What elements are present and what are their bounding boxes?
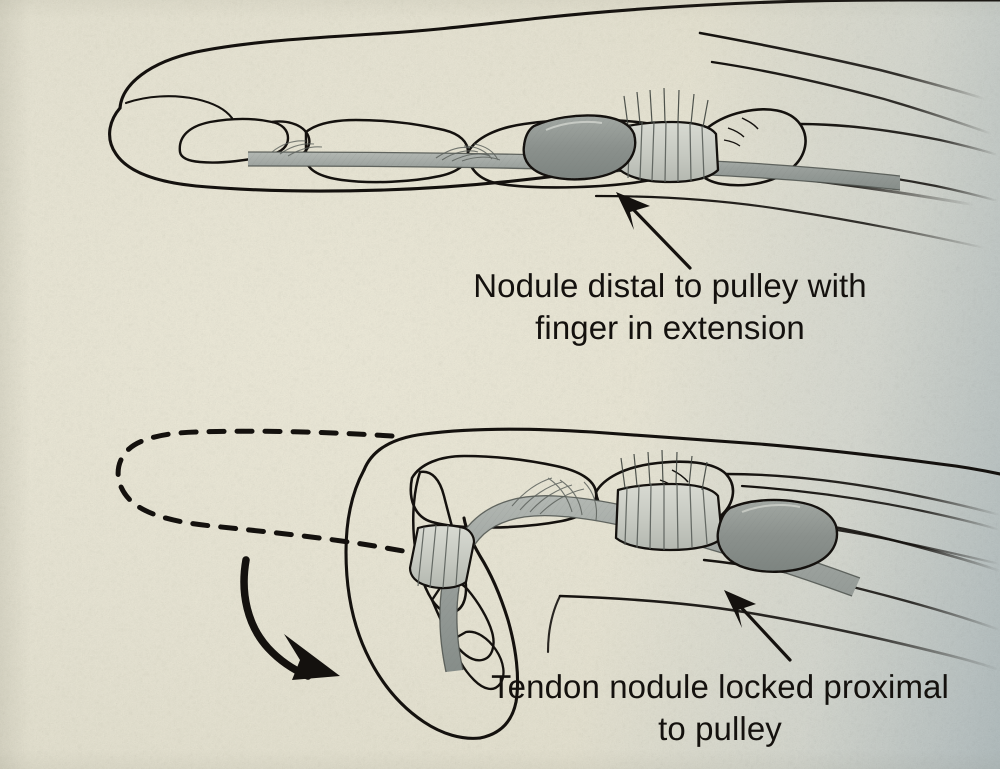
caption-finger-in-extension: Nodule distal to pulley with finger in e… <box>473 267 867 347</box>
dashed-extended-finger-outline <box>115 428 449 563</box>
panel-extension-art <box>108 0 1000 270</box>
caption-finger-locked-in-flexion: Tendon nodule locked proximal to pulley <box>491 668 949 748</box>
flexion-motion-arrow <box>240 556 340 680</box>
panel-flexion-art <box>115 427 1000 740</box>
nodule-pointer-arrow-top <box>616 192 692 270</box>
locked-nodule-pointer-arrow-bottom <box>724 590 792 662</box>
